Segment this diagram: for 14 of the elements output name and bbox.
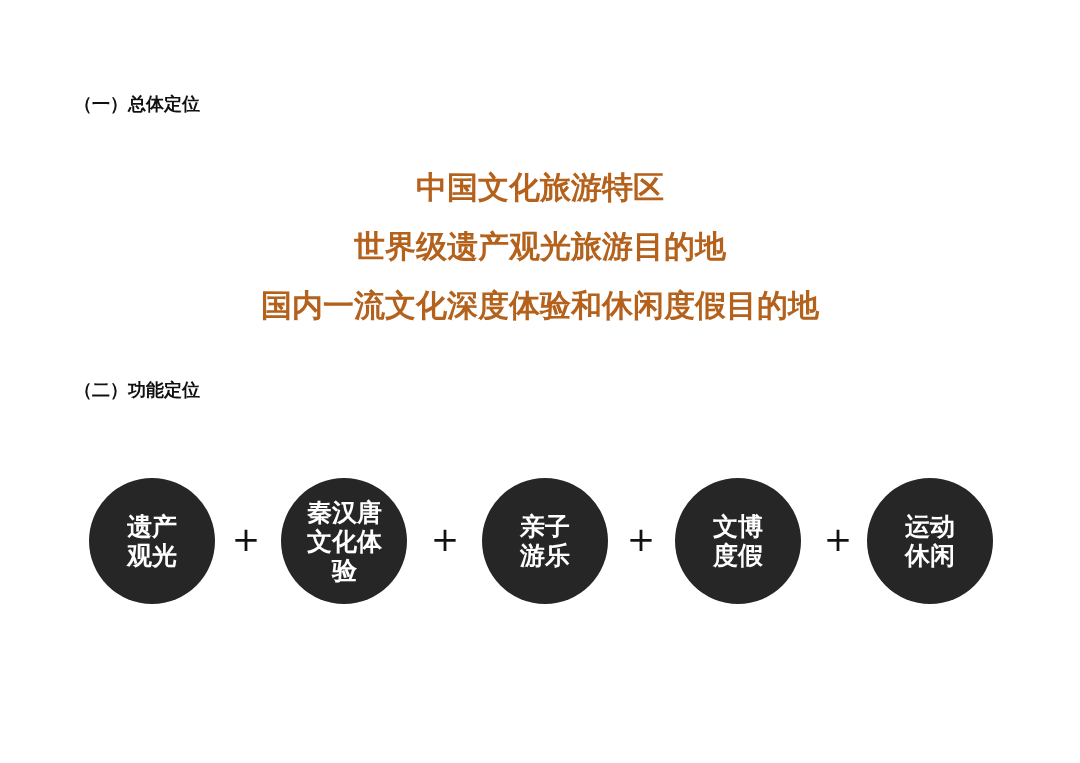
highlight-text: 国内一流文化深度体验和休闲度假目的地	[261, 288, 819, 324]
highlight-text: 世界级遗产观光旅游目的地	[354, 229, 726, 265]
section-heading: （一）总体定位	[74, 93, 200, 115]
circle: 文博度假	[675, 478, 801, 604]
circle: 亲子游乐	[482, 478, 608, 604]
circle: 秦汉唐文化体验	[281, 478, 407, 604]
plus-sign: +	[823, 520, 853, 560]
plus-sign: +	[430, 520, 460, 560]
section-heading: （二）功能定位	[74, 379, 200, 401]
highlight-text: 中国文化旅游特区	[416, 170, 664, 206]
plus-sign: +	[626, 520, 656, 560]
circle: 运动休闲	[867, 478, 993, 604]
plus-sign: +	[231, 520, 261, 560]
circle: 遗产观光	[89, 478, 215, 604]
